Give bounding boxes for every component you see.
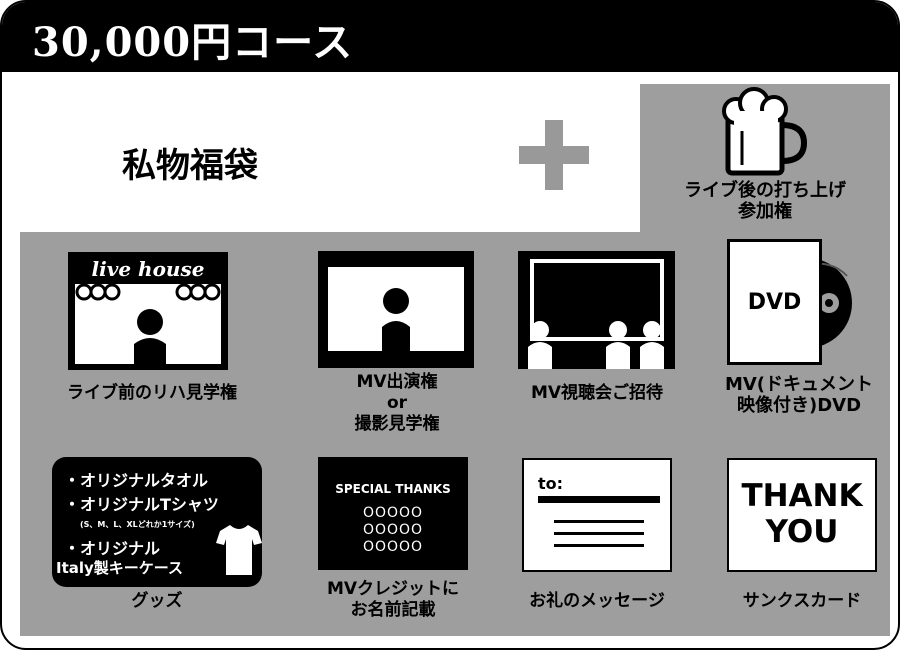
thanks-card-label: サンクスカード: [742, 591, 862, 611]
main-item-title: 私物福袋: [122, 146, 258, 186]
party-label: ライブ後の打ち上げ 参加権: [684, 180, 846, 222]
screen-person-icon: [318, 251, 474, 368]
letter-to: to:: [538, 474, 564, 493]
screen-audience-icon: [518, 251, 675, 369]
letter-line: [554, 520, 644, 523]
tshirt-icon: [216, 525, 262, 575]
goods-keycase: ・オリジナル: [64, 539, 161, 558]
goods-keycase-2: Italy製キーケース: [56, 559, 184, 577]
course-title: 30,000円コース: [32, 19, 354, 66]
letter-line: [538, 496, 660, 503]
dvd-case-text: DVD: [747, 290, 802, 315]
thank-you-card: THANK YOU: [727, 458, 877, 572]
rehearsal-label: ライブ前のリハ見学権: [67, 383, 237, 403]
goods-label: グッズ: [131, 591, 183, 611]
dvd-label: MV(ドキュメント 映像付き)DVD: [724, 374, 874, 416]
special-thanks-box: SPECIAL THANKS OOOOO OOOOO OOOOO: [318, 457, 468, 570]
thank-you-text: THANK YOU: [741, 478, 863, 550]
name-row-1: OOOOO: [362, 505, 424, 521]
goods-box: ・オリジナルタオル ・オリジナルTシャツ (S、M、L、XLどれか1サイズ) ・…: [52, 457, 262, 587]
message-label: お礼のメッセージ: [529, 591, 665, 611]
beer-mug-icon: [722, 87, 808, 176]
live-house-stage-icon: live house: [68, 252, 228, 370]
dvd-case: DVD: [727, 239, 822, 365]
letter-line: [554, 532, 644, 535]
goods-towel: ・オリジナルタオル: [64, 471, 209, 490]
name-row-3: OOOOO: [362, 539, 424, 555]
letter-icon: to:: [522, 458, 672, 572]
title-bar: 30,000円コース: [2, 2, 898, 72]
name-row-2: OOOOO: [362, 522, 424, 538]
goods-tshirt: ・オリジナルTシャツ: [64, 495, 219, 514]
special-thanks-title: SPECIAL THANKS: [335, 482, 451, 496]
live-house-sign: live house: [92, 257, 205, 281]
credit-label: MVクレジットに お名前記載: [326, 579, 460, 620]
mv-viewing-label: MV視聴会ご招待: [530, 383, 664, 403]
mv-appearance-label: MV出演権 or 撮影見学権: [354, 372, 440, 434]
goods-sizes: (S、M、L、XLどれか1サイズ): [80, 520, 195, 529]
letter-line: [554, 544, 644, 547]
